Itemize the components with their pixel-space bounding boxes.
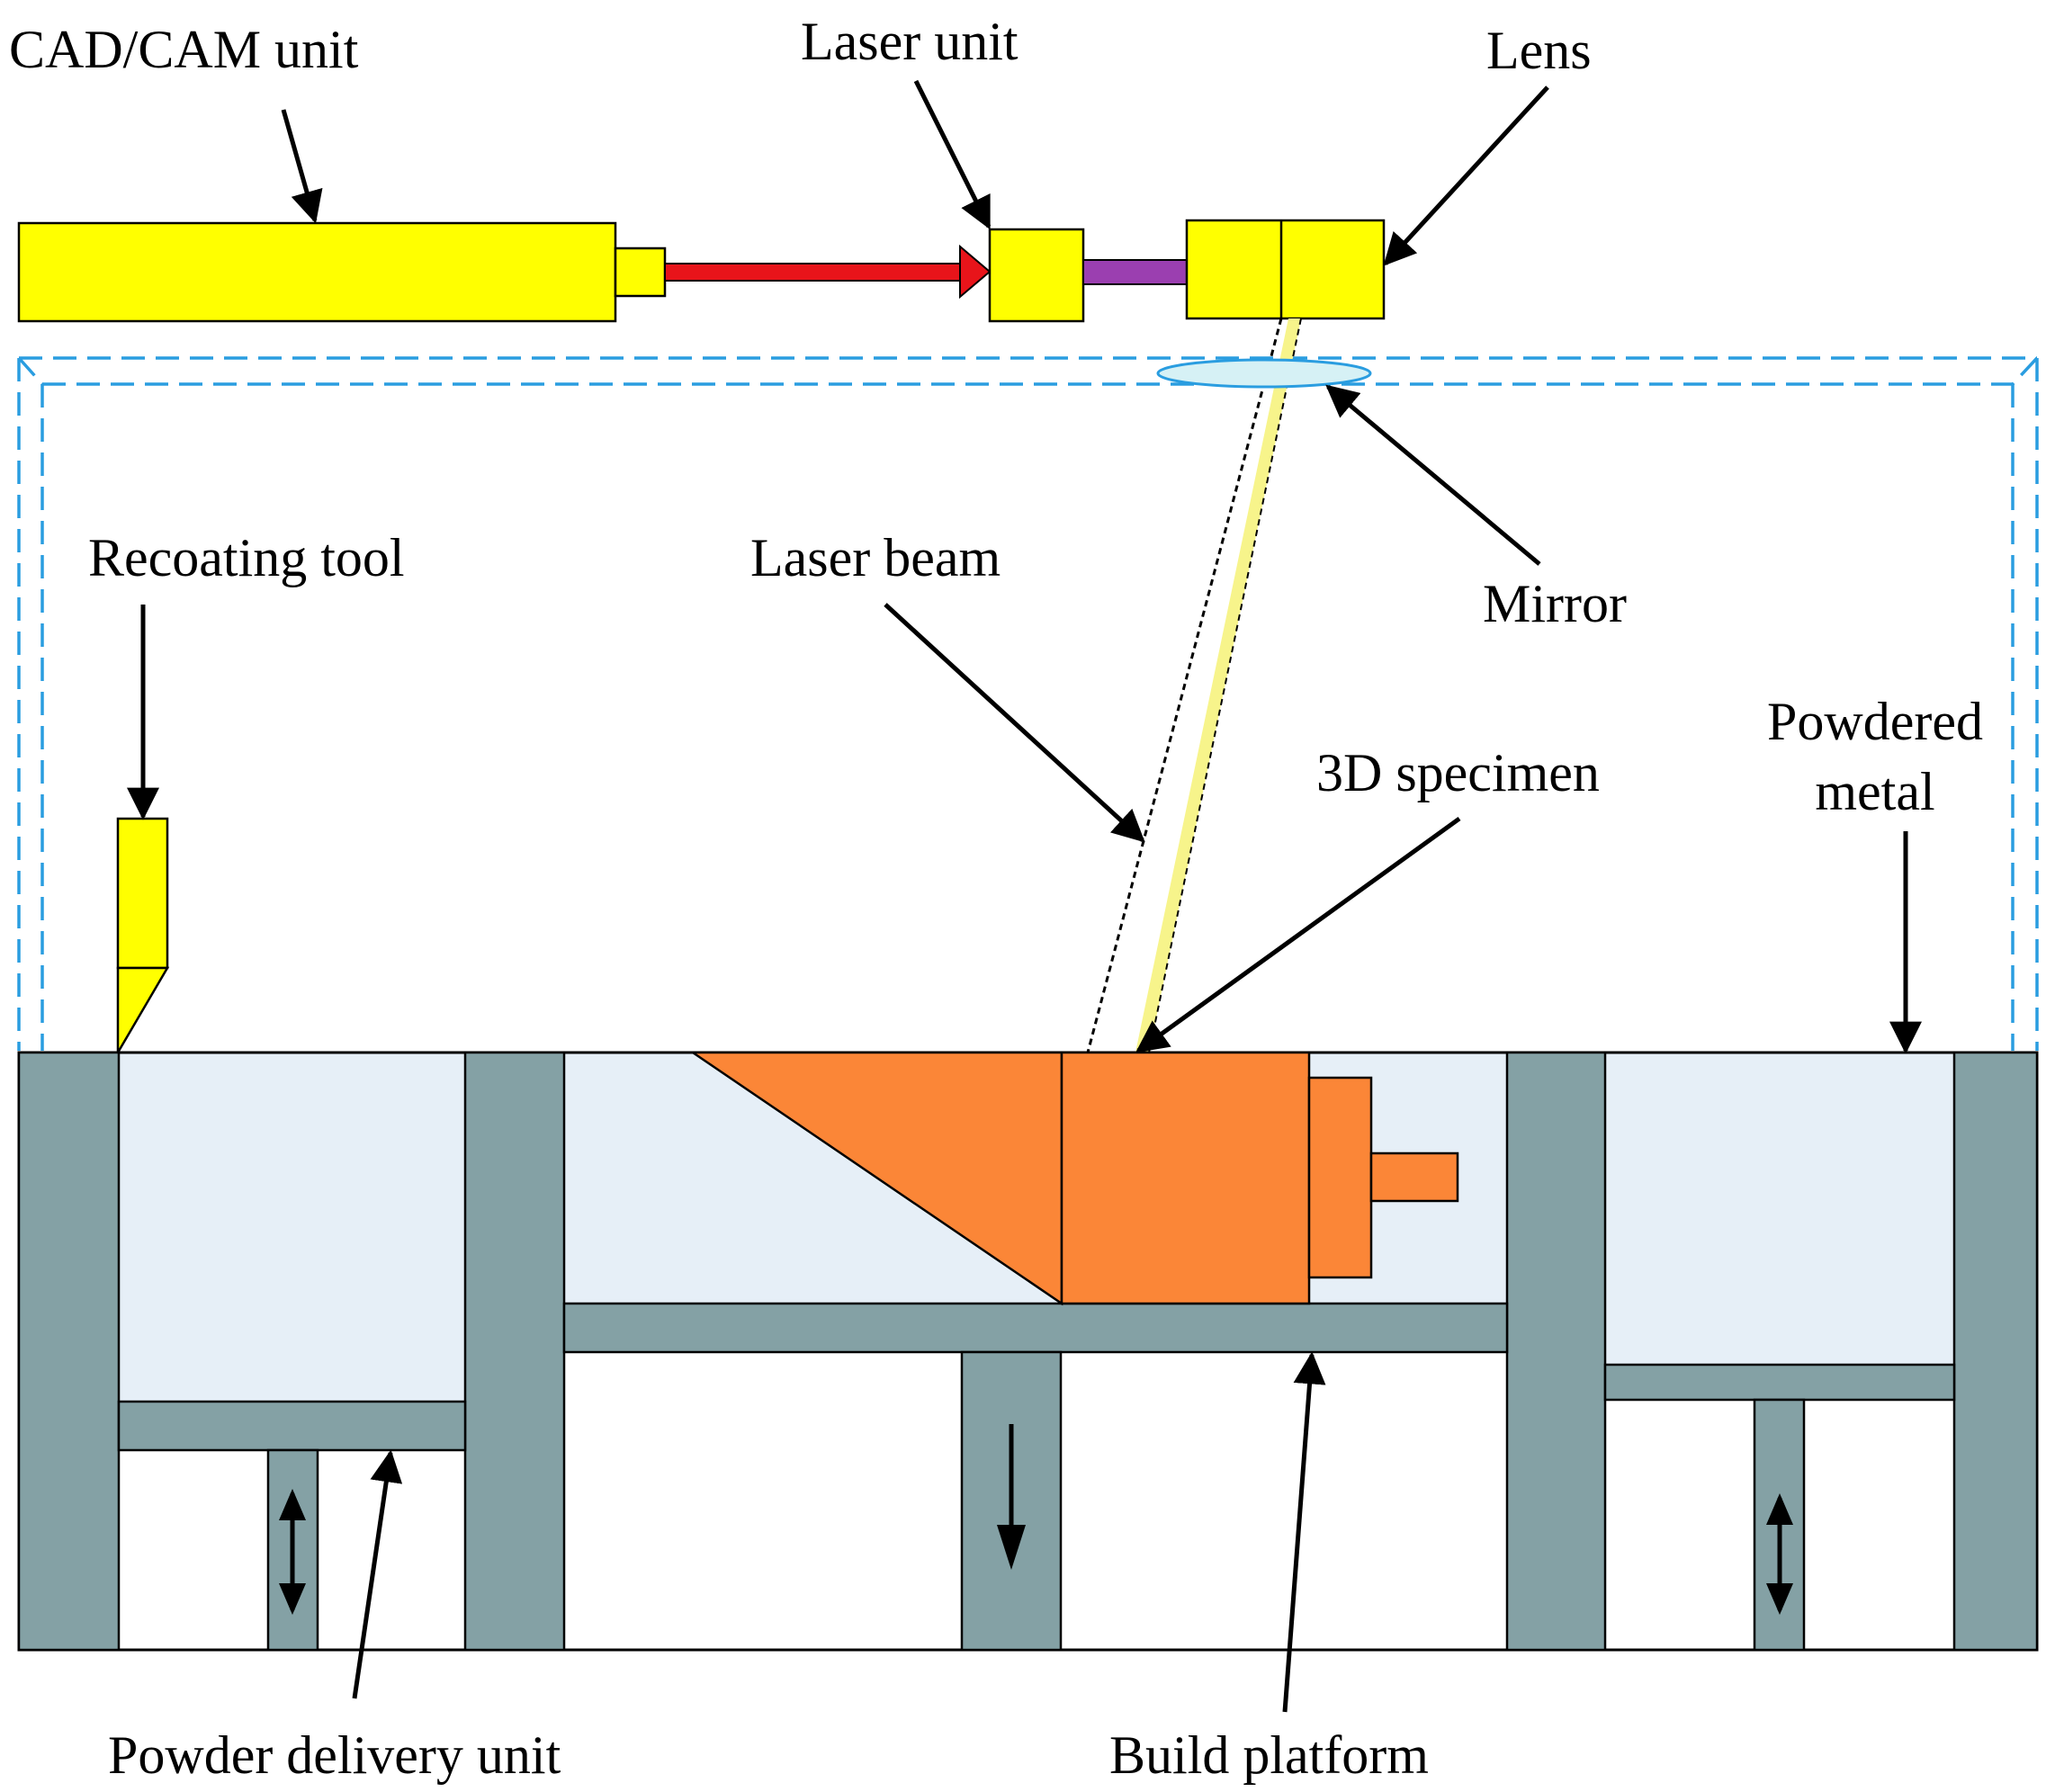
label-cad-cam-unit: CAD/CAM unit (9, 20, 359, 79)
label-powdered-metal-line1: Powdered (1767, 692, 1983, 751)
build-platform (562, 1302, 1509, 1354)
laser-unit-box (988, 228, 1085, 323)
lens-pointer (1383, 85, 1549, 266)
label-powdered-metal-line2: metal (1815, 762, 1934, 821)
cad-cam-unit (17, 221, 667, 323)
label-laser-unit: Laser unit (801, 12, 1019, 71)
label-3d-specimen: 3D specimen (1316, 743, 1600, 802)
recoating-tool (116, 817, 170, 1057)
build-chamber-outline (17, 356, 2039, 1051)
3d-specimen (688, 1051, 1459, 1306)
lens-housing (1185, 219, 1386, 320)
mirror (1156, 358, 1372, 389)
laser-link-bar (1082, 259, 1188, 285)
overflow-powder (1605, 1053, 1954, 1365)
overflow-motion-arrow (1766, 1493, 1793, 1615)
label-laser-beam: Laser beam (750, 528, 1001, 587)
build-down-arrow (997, 1424, 1026, 1570)
laser-unit-pointer (913, 79, 992, 230)
mirror-pointer (1325, 384, 1541, 566)
build-platform-pointer (1282, 1351, 1326, 1713)
label-recoating-tool: Recoating tool (88, 528, 405, 587)
cad-cam-pointer (281, 109, 323, 224)
delivery-motion-arrow (279, 1489, 306, 1615)
laser-beam (1135, 318, 1301, 1053)
label-build-platform: Build platform (1109, 1725, 1429, 1785)
laser-beam-edge (1086, 318, 1283, 1053)
laser-beam-edge-right (1148, 318, 1302, 1053)
label-lens: Lens (1486, 21, 1592, 80)
specimen-pointer (1135, 816, 1461, 1053)
laser-beam-pointer (884, 603, 1145, 843)
signal-arrow (664, 244, 992, 300)
label-powder-delivery-unit: Powder delivery unit (108, 1725, 561, 1785)
powder-delivery-powder (119, 1053, 465, 1402)
powder-delivery-pointer (352, 1449, 403, 1699)
label-mirror: Mirror (1483, 574, 1627, 633)
